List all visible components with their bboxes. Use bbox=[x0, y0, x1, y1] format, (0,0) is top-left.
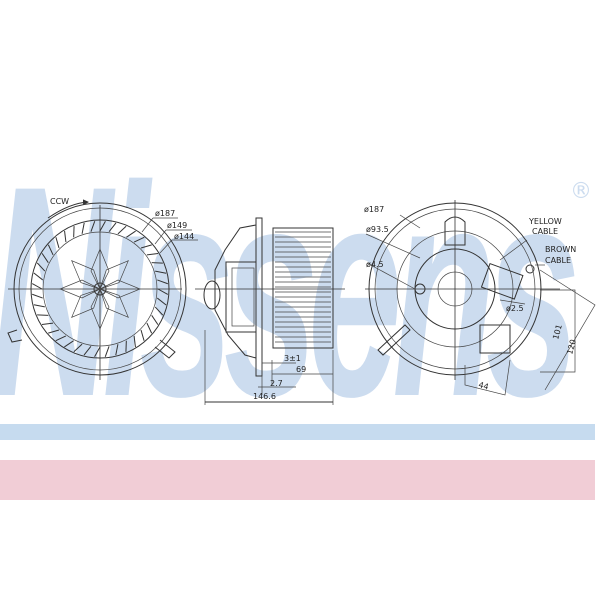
yellow-cable-label-1: YELLOW bbox=[528, 217, 562, 226]
fan-blade bbox=[133, 335, 136, 348]
fan-blade bbox=[94, 346, 101, 358]
rear-view: ø187 ø93.5 ø4.5 ø2.5 101 120 44 YELLOW C… bbox=[364, 200, 596, 396]
side-view: 3±1 69 2.7 146.6 bbox=[195, 217, 345, 405]
impeller-petal bbox=[59, 279, 101, 299]
dim-rear-101: 101 bbox=[551, 323, 564, 340]
fan-blade bbox=[151, 315, 159, 325]
fan-blade bbox=[90, 221, 96, 232]
fan-blade bbox=[64, 340, 74, 348]
fan-blade bbox=[157, 288, 169, 295]
fan-blade bbox=[64, 230, 67, 243]
dim-side-overall: 146.6 bbox=[253, 392, 276, 401]
dim-side-depth: 69 bbox=[296, 365, 306, 374]
fan-blade bbox=[99, 220, 106, 232]
watermark-text: Nissens bbox=[0, 123, 576, 459]
fan-blade bbox=[47, 244, 54, 256]
fan-blade bbox=[115, 344, 119, 356]
fan-blade bbox=[41, 253, 49, 263]
impeller-petal bbox=[90, 288, 110, 330]
fan-blade bbox=[33, 304, 45, 308]
dim-front-149: ø149 bbox=[167, 221, 187, 230]
impeller-petal bbox=[99, 288, 129, 318]
fan-blade bbox=[32, 293, 43, 299]
front-view: CCW ø187 ø149 ø144 bbox=[7, 197, 198, 380]
fan-blade bbox=[108, 222, 117, 233]
rotation-label: CCW bbox=[50, 197, 69, 206]
fan-blade bbox=[55, 237, 60, 249]
watermark: Nissens ® bbox=[0, 123, 594, 459]
impeller-petal bbox=[99, 279, 141, 299]
fan-blade bbox=[55, 335, 67, 342]
dim-rear-4-5: ø4.5 bbox=[366, 260, 384, 269]
fan-blade bbox=[156, 297, 167, 306]
fan-blade bbox=[117, 225, 127, 235]
fan-blade bbox=[140, 244, 152, 249]
impeller-petal bbox=[71, 288, 101, 318]
dim-rear-2-5: ø2.5 bbox=[506, 304, 524, 313]
fan-blade bbox=[140, 329, 145, 341]
impeller-petal bbox=[99, 260, 129, 290]
dim-rear-120: 120 bbox=[565, 338, 578, 355]
fan-blade bbox=[36, 262, 46, 272]
brown-cable-label-1: BROWN bbox=[545, 245, 576, 254]
fan-blade bbox=[83, 345, 92, 356]
fan-blade bbox=[146, 253, 159, 256]
dim-side-gap: 3±1 bbox=[284, 354, 301, 363]
dim-rear-44: 44 bbox=[477, 380, 489, 391]
fan-blade bbox=[81, 222, 85, 234]
fan-blade bbox=[157, 279, 168, 285]
fan-blade bbox=[146, 322, 153, 334]
impeller-petal bbox=[90, 248, 110, 290]
dim-front-187: ø187 bbox=[155, 209, 175, 218]
fan-blade bbox=[73, 343, 83, 353]
fan-blade bbox=[155, 270, 167, 274]
dim-side-offset: 2.7 bbox=[270, 379, 283, 388]
dim-front-144: ø144 bbox=[174, 232, 194, 241]
fan-blade bbox=[41, 322, 54, 325]
yellow-cable-label-2: CABLE bbox=[532, 227, 558, 236]
brown-cable-label-2: CABLE bbox=[545, 256, 571, 265]
registered-mark: ® bbox=[570, 179, 592, 204]
pink-band bbox=[0, 460, 595, 500]
fan-blade bbox=[104, 346, 110, 357]
dim-rear-187: ø187 bbox=[364, 205, 384, 214]
fan-blade bbox=[31, 283, 43, 290]
fan-blade bbox=[126, 230, 136, 238]
fan-blade bbox=[33, 272, 44, 281]
fan-blade bbox=[154, 306, 164, 316]
impeller-petal bbox=[71, 260, 101, 290]
fan-blade bbox=[133, 236, 145, 243]
blue-band bbox=[0, 424, 595, 440]
fan-blade bbox=[48, 329, 60, 334]
dim-rear-93-5: ø93.5 bbox=[366, 225, 389, 234]
